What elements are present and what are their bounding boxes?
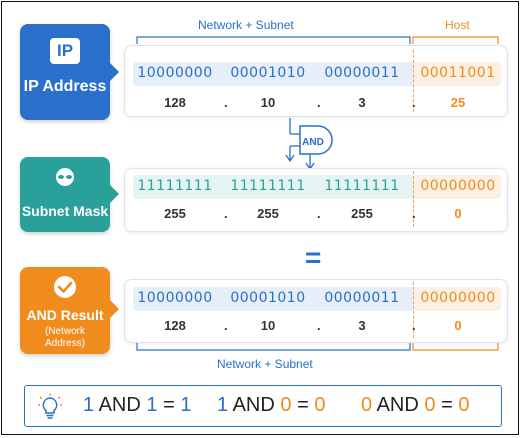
result-network-band: [133, 287, 413, 311]
result-octet-2-decimal: 10: [260, 318, 276, 333]
mask-octet-3-binary: 11111111: [324, 178, 400, 194]
result-dot-3: .: [412, 318, 416, 333]
mask-host-band: [413, 175, 501, 199]
mask-octet-1-decimal: 255: [164, 206, 186, 221]
ip-address-row: 10000000 00001010 00000011 00011001 128 …: [124, 45, 508, 117]
and-rule-1: 1 AND 1 = 1: [83, 394, 192, 416]
subnet-mask-card: Subnet Mask: [20, 157, 110, 232]
ip-card-pointer: [110, 63, 119, 81]
ip-host-band: [413, 62, 501, 86]
result-dot-1: .: [224, 318, 228, 333]
subnet-mask-row: 11111111 11111111 11111111 00000000 255 …: [124, 168, 508, 232]
mask-network-band: [133, 175, 413, 199]
result-card-pointer: [110, 300, 119, 318]
ip-octet-4-binary: 00011001: [420, 65, 496, 81]
mask-octet-4-binary: 00000000: [420, 178, 496, 194]
checkmark-icon: [54, 276, 76, 298]
result-octet-3-binary: 00000011: [324, 290, 400, 306]
bottom-bracket: [136, 343, 499, 351]
mask-octet-1-binary: 11111111: [137, 178, 213, 194]
mask-dot-1: .: [224, 206, 228, 221]
and-rules-box: 1 AND 1 = 1 1 AND 0 = 0 0 AND 0 = 0: [24, 385, 502, 427]
ip-network-band: [133, 62, 413, 86]
lightbulb-icon: [38, 393, 62, 419]
ip-octet-3-decimal: 3: [358, 95, 366, 110]
ip-octet-2-decimal: 10: [260, 95, 276, 110]
and-gate-icon: AND: [285, 118, 333, 170]
ip-dot-3: .: [412, 95, 416, 110]
and-result-note-line2: Address): [44, 338, 85, 349]
and-result-card: AND Result (Network Address): [20, 267, 110, 354]
result-dot-2: .: [317, 318, 321, 333]
top-bracket: [136, 36, 499, 44]
and-result-row: 10000000 00001010 00000011 00000000 128 …: [124, 279, 508, 343]
result-octet-4-decimal: 0: [454, 318, 462, 333]
ip-octet-1-decimal: 128: [164, 95, 186, 110]
ip-octet-1-binary: 10000000: [137, 65, 213, 81]
and-gate-label: AND: [302, 137, 324, 148]
ip-dot-1: .: [224, 95, 228, 110]
and-rule-2: 1 AND 0 = 0: [217, 394, 326, 416]
and-result-title: AND Result: [26, 307, 104, 323]
mask-host-divider: [413, 171, 414, 227]
and-rule-3: 0 AND 0 = 0: [361, 394, 470, 416]
top-host-label: Host: [445, 18, 470, 32]
result-host-band: [413, 287, 501, 311]
ip-badge-icon: IP: [50, 38, 80, 64]
subnet-mask-title: Subnet Mask: [21, 203, 109, 219]
ip-octet-3-binary: 00000011: [324, 65, 400, 81]
and-result-note-line1: (Network: [44, 326, 85, 337]
ip-address-card: IP IP Address: [20, 24, 110, 120]
subnet-card-pointer: [110, 185, 119, 203]
result-octet-2-binary: 00001010: [230, 290, 306, 306]
equals-sign: =: [305, 242, 322, 273]
ip-octet-4-decimal: 25: [450, 95, 466, 110]
result-octet-3-decimal: 3: [358, 318, 366, 333]
mask-octet-3-decimal: 255: [351, 206, 373, 221]
mask-dot-3: .: [412, 206, 416, 221]
ip-host-divider: [413, 50, 414, 112]
bottom-network-label: Network + Subnet: [217, 357, 313, 371]
mask-octet-2-binary: 11111111: [230, 178, 306, 194]
mask-icon: [56, 168, 74, 186]
mask-octet-4-decimal: 0: [454, 206, 462, 221]
mask-dot-2: .: [317, 206, 321, 221]
top-network-label: Network + Subnet: [198, 18, 294, 32]
ip-octet-2-binary: 00001010: [230, 65, 306, 81]
ip-dot-2: .: [317, 95, 321, 110]
mask-octet-2-decimal: 255: [257, 206, 279, 221]
result-octet-1-decimal: 128: [164, 318, 186, 333]
result-octet-1-binary: 10000000: [137, 290, 213, 306]
result-octet-4-binary: 00000000: [420, 290, 496, 306]
ip-address-title: IP Address: [23, 78, 107, 95]
result-host-divider: [413, 282, 414, 338]
